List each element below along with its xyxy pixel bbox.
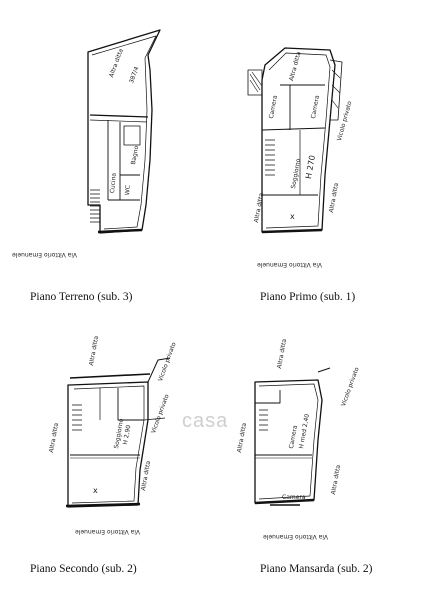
watermark: casa xyxy=(182,410,229,432)
plan-piano-mansarda xyxy=(254,367,331,506)
label-x-secondo: x xyxy=(93,486,98,495)
plan-piano-secondo xyxy=(65,357,171,508)
label-x-primo: x xyxy=(290,212,295,221)
label-street-mansarda: Via Vittorio Emanuele xyxy=(263,533,328,540)
label-street-secondo: Via Vittorio Emanuele xyxy=(75,528,140,535)
caption-piano-mansarda: Piano Mansarda (sub. 2) xyxy=(260,563,373,575)
label-wc-terreno: WC xyxy=(124,184,132,196)
caption-piano-primo: Piano Primo (sub. 1) xyxy=(260,291,356,303)
caption-piano-terreno: Piano Terreno (sub. 3) xyxy=(30,291,133,303)
plan-piano-terreno xyxy=(87,29,161,234)
label-camera-mansarda-2: Camera xyxy=(282,494,306,501)
label-street-primo: Via Vittorio Emanuele xyxy=(257,261,322,268)
plan-piano-primo xyxy=(247,47,343,234)
caption-piano-secondo: Piano Secondo (sub. 2) xyxy=(30,563,137,575)
label-street-terreno: Via Vittorio Emanuele xyxy=(12,251,77,258)
